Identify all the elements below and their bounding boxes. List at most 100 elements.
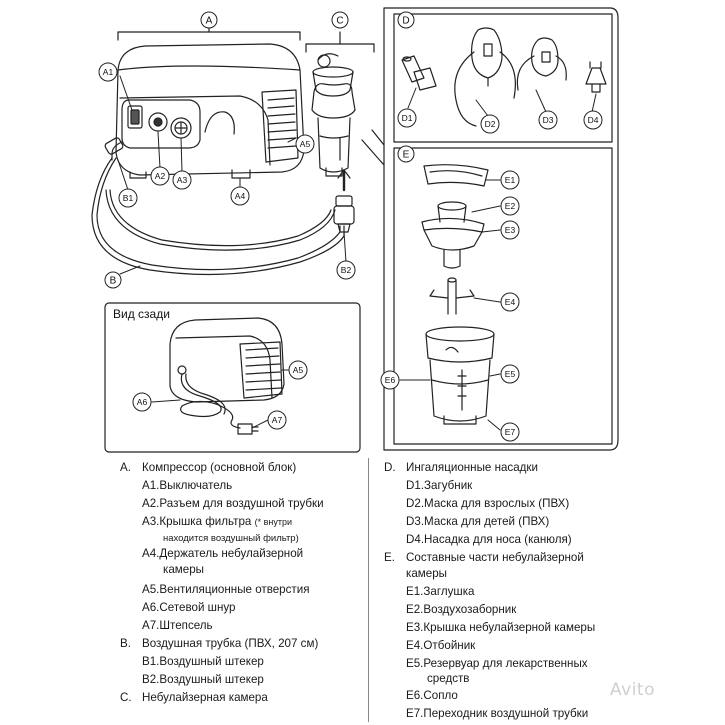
legend-b: B.Воздушная трубка (ПВХ, 207 см) (120, 637, 319, 650)
nebulizer-chamber-illustration (311, 53, 356, 177)
marker-a1-circle (98, 62, 118, 82)
legend-b2: B2.Воздушный штекер (142, 673, 264, 686)
legend-d: D.Ингаляционные насадки (384, 461, 538, 474)
legend-a1: A1.Выключатель (142, 479, 233, 492)
legend-e5-continued: средств (427, 672, 470, 685)
legend-a7: A7.Штепсель (142, 619, 213, 632)
marker-d2: D2 (485, 119, 496, 129)
compressor-illustration (115, 43, 305, 179)
marker-rear-a6-circle (132, 392, 152, 412)
marker-c: C (336, 16, 343, 27)
marker-e5-circle (500, 364, 520, 384)
rear-view-frame (104, 302, 361, 453)
air-plug-b2-illustration (333, 169, 355, 233)
nasal-cannula-illustration (585, 61, 607, 93)
marker-e4-circle (500, 292, 520, 312)
marker-b2: B2 (341, 265, 352, 275)
marker-d-circle (397, 11, 415, 29)
marker-d3-circle (538, 110, 558, 130)
legend-e3: E3.Крышка небулайзерной камеры (406, 621, 596, 634)
marker-e-circle (397, 145, 415, 163)
marker-a: A (206, 16, 213, 27)
marker-e1-circle (500, 170, 520, 190)
marker-e3-circle (500, 220, 520, 240)
marker-e7: E7 (505, 427, 516, 437)
marker-d2-circle (480, 114, 500, 134)
legend-e-continued: камеры (406, 567, 447, 580)
marker-e2: E2 (505, 201, 516, 211)
legend-e1: E1.Заглушка (406, 585, 475, 598)
legend-a4-continued: камеры (163, 563, 204, 576)
legend-a6: A6.Сетевой шнур (142, 601, 236, 614)
legend-d3: D3.Маска для детей (ПВХ) (406, 515, 550, 528)
marker-a4-circle (230, 186, 250, 206)
marker-e: E (403, 150, 410, 161)
marker-a4: A4 (235, 191, 246, 201)
marker-rear-a6: A6 (137, 397, 148, 407)
child-mask-illustration (516, 37, 567, 91)
panel-d-frame (393, 13, 613, 143)
marker-rear-a5: A5 (293, 365, 304, 375)
marker-rear-a7-circle (267, 410, 287, 430)
legend-a2: A2.Разъем для воздушной трубки (142, 497, 324, 510)
legend-a3-continued: находится воздушный фильтр) (163, 533, 299, 544)
marker-b: B (110, 276, 117, 287)
cap-illustration (423, 164, 489, 187)
legend-c: C.Небулайзерная камера (120, 691, 268, 704)
marker-c-circle (331, 11, 349, 29)
legend-e5: E5.Резервуар для лекарственных (406, 657, 588, 670)
legend-e7: E7.Переходник воздушной трубки (406, 707, 589, 720)
legend-a: A.Компрессор (основной блок) (120, 461, 297, 474)
marker-b2-circle (336, 260, 356, 280)
air-tube-illustration (91, 137, 345, 276)
bracket-c (305, 43, 375, 53)
legend-e: E.Составные части небулайзерной (384, 551, 584, 564)
marker-d4-circle (583, 110, 603, 130)
legend-divider (368, 458, 369, 722)
mouthpiece-illustration (401, 55, 437, 91)
marker-a1: A1 (103, 67, 114, 77)
marker-e5: E5 (505, 369, 516, 379)
marker-a3: A3 (177, 175, 188, 185)
rear-view-compressor-illustration (169, 317, 285, 435)
legend-d2: D2.Маска для взрослых (ПВХ) (406, 497, 570, 510)
marker-a2-circle (150, 166, 170, 186)
marker-rear-a5-circle (288, 360, 308, 380)
marker-b1: B1 (123, 193, 134, 203)
panel-e-frame (393, 147, 613, 445)
medicine-reservoir-illustration (425, 326, 495, 425)
marker-e3: E3 (505, 225, 516, 235)
legend-d4: D4.Насадка для носа (канюля) (406, 533, 572, 546)
legend-e4: E4.Отбойник (406, 639, 476, 652)
marker-e4: E4 (505, 297, 516, 307)
marker-a2: A2 (155, 171, 166, 181)
marker-d: D (402, 16, 409, 27)
marker-e7-circle (500, 422, 520, 442)
legend-a3: A3.Крышка фильтра (* внутри (142, 515, 292, 528)
legend-d1: D1.Загубник (406, 479, 473, 492)
marker-b1-circle (118, 188, 138, 208)
adult-mask-illustration (454, 27, 516, 127)
marker-d1-circle (397, 108, 417, 128)
legend-e2: E2.Воздухозаборник (406, 603, 517, 616)
bracket-a (117, 31, 301, 41)
baffle-illustration (429, 277, 475, 315)
marker-a3-circle (172, 170, 192, 190)
avito-watermark: Avito (610, 680, 655, 700)
marker-b-circle (104, 271, 122, 289)
marker-a5-circle (295, 134, 315, 154)
marker-d4: D4 (588, 115, 599, 125)
legend-a5: A5.Вентиляционные отверстия (142, 583, 310, 596)
legend-b1: B1.Воздушный штекер (142, 655, 264, 668)
marker-e1: E1 (505, 175, 516, 185)
marker-e6-circle (380, 370, 400, 390)
rear-view-title: Вид сзади (113, 307, 170, 321)
marker-e2-circle (500, 196, 520, 216)
marker-a-circle (200, 11, 218, 29)
marker-d1: D1 (402, 113, 413, 123)
marker-d3: D3 (543, 115, 554, 125)
legend-a4: A4.Держатель небулайзерной (142, 547, 304, 560)
marker-e6: E6 (385, 375, 396, 385)
marker-a5: A5 (300, 139, 311, 149)
